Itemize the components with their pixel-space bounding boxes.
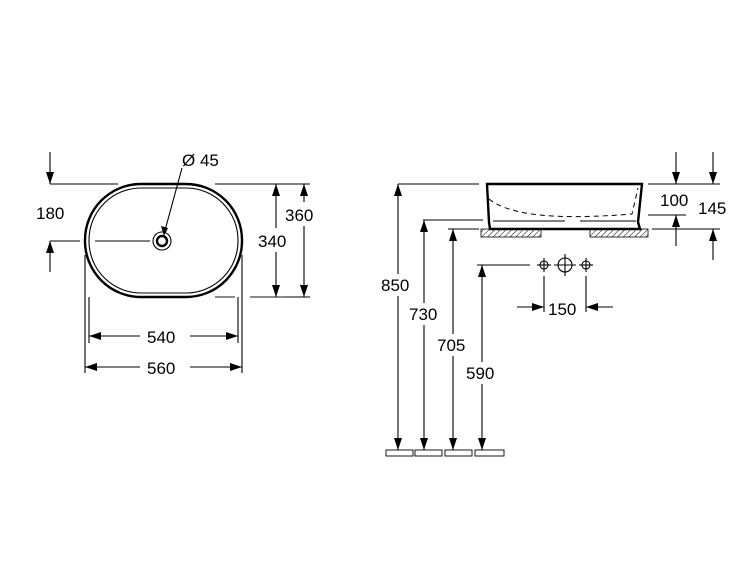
hole-leader: [163, 167, 183, 235]
top-view: Ø 45 180 360 340 540 560: [36, 151, 323, 378]
basin-inner-dashed: [488, 187, 639, 218]
dim-705-label: 705: [437, 336, 465, 355]
dim-730-label: 730: [409, 305, 437, 324]
dim-540-label: 540: [147, 328, 175, 347]
drain-hole-outer: [152, 231, 172, 251]
dim-850-label: 850: [381, 276, 409, 295]
basin-outer-outline: [83, 182, 244, 299]
dim-100-label: 100: [660, 191, 688, 210]
dim-590-label: 590: [466, 364, 494, 383]
tap-holes: [537, 254, 593, 276]
tap-hole-center: [557, 257, 573, 273]
basin-inner-outline: [88, 187, 239, 294]
floor-block-4: [474, 449, 505, 457]
tap-hole-right: [581, 260, 591, 270]
floor-block-1: [385, 449, 414, 457]
dim-180-label: 180: [36, 204, 64, 223]
tap-hole-left: [539, 260, 549, 270]
hole-diameter-label: Ø 45: [182, 151, 219, 170]
basin-side-body: [485, 182, 644, 231]
dim-360-label: 360: [285, 206, 313, 225]
countertop-left: [480, 228, 542, 238]
dim-560-label: 560: [147, 359, 175, 378]
dim-150-label: 150: [548, 300, 576, 319]
countertop-right: [589, 228, 649, 238]
floor-block-2: [414, 449, 443, 457]
dim-145-label: 145: [698, 199, 726, 218]
drain-hole-inner: [155, 234, 169, 248]
side-view: 850 730 705 590 100 145 150: [380, 152, 726, 457]
floor-block-3: [444, 449, 473, 457]
dim-340-label: 340: [258, 232, 286, 251]
